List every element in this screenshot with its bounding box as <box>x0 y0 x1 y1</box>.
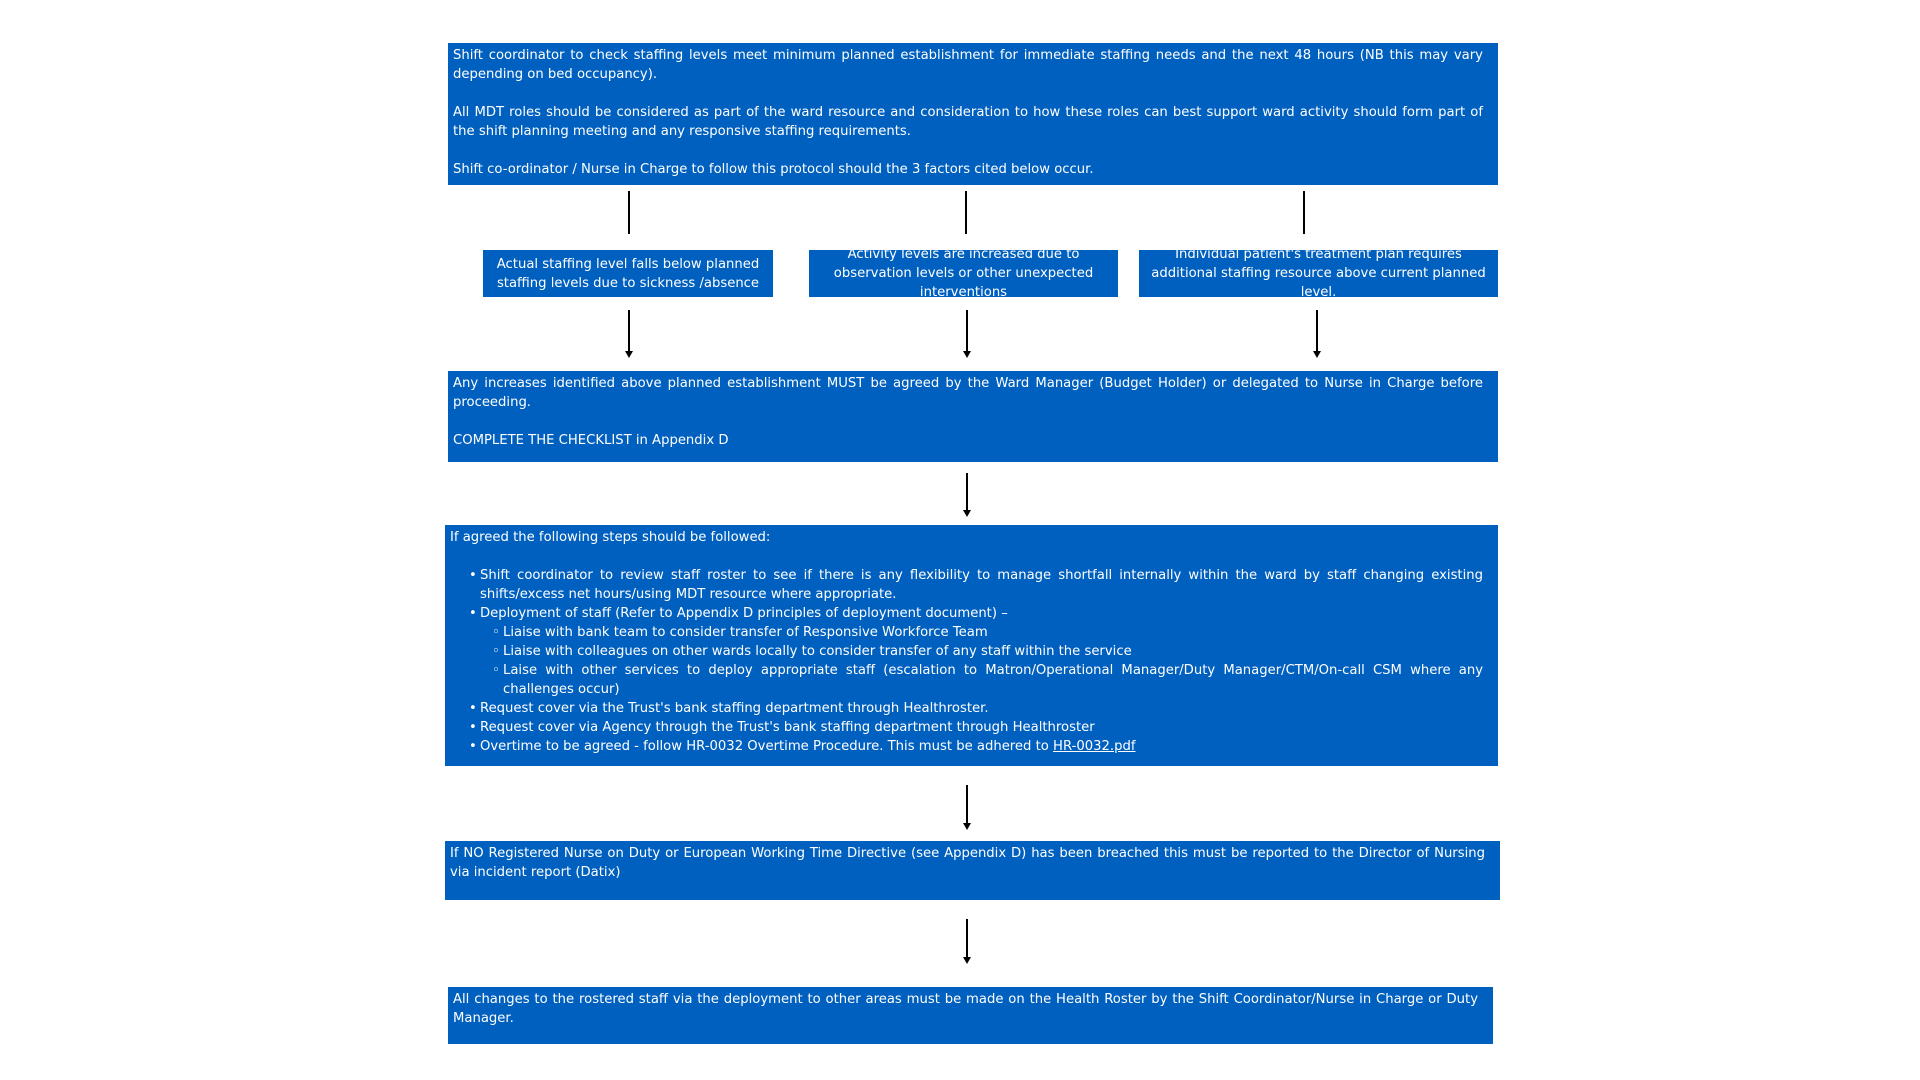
intro-paragraph-1: Shift coordinator to check staffing leve… <box>453 48 1483 82</box>
connector-line-2 <box>965 191 967 234</box>
roster-update-text: All changes to the rostered staff via th… <box>453 992 1478 1026</box>
step-bank-cover: Request cover via the Trust's bank staff… <box>469 699 1483 718</box>
step-overtime: Overtime to be agreed - follow HR-0032 O… <box>469 737 1483 756</box>
deployment-sublist: Liaise with bank team to consider transf… <box>480 623 1483 699</box>
approval-box: Any increases identified above planned e… <box>448 371 1498 462</box>
factor-text-activity: Activity levels are increased due to obs… <box>833 247 1094 300</box>
steps-intro: If agreed the following steps should be … <box>450 530 771 545</box>
substep-other-services: Laise with other services to deploy appr… <box>492 661 1483 699</box>
escalation-box: If NO Registered Nurse on Duty or Europe… <box>445 841 1500 900</box>
substep-bank-team: Liaise with bank team to consider transf… <box>492 623 1483 642</box>
step-agency-cover: Request cover via Agency through the Tru… <box>469 718 1483 737</box>
checklist-paragraph: COMPLETE THE CHECKLIST in Appendix D <box>453 433 729 448</box>
steps-list: Shift coordinator to review staff roster… <box>450 566 1483 756</box>
step-deployment: Deployment of staff (Refer to Appendix D… <box>469 604 1483 699</box>
factor-text-treatment: Individual patient's treatment plan requ… <box>1151 247 1486 300</box>
factor-box-sickness: Actual staffing level falls below planne… <box>483 250 773 297</box>
escalation-text: If NO Registered Nurse on Duty or Europe… <box>450 846 1485 880</box>
roster-update-box: All changes to the rostered staff via th… <box>448 987 1493 1044</box>
connector-line-1 <box>628 191 630 234</box>
intro-paragraph-2: All MDT roles should be considered as pa… <box>453 105 1483 139</box>
hr-0032-link[interactable]: HR-0032.pdf <box>1053 739 1136 754</box>
factor-text-sickness: Actual staffing level falls below planne… <box>496 256 760 291</box>
factor-box-activity: Activity levels are increased due to obs… <box>809 247 1118 300</box>
step-roster-review: Shift coordinator to review staff roster… <box>469 566 1483 604</box>
connector-line-3 <box>1303 191 1305 234</box>
substep-other-wards: Liaise with colleagues on other wards lo… <box>492 642 1483 661</box>
steps-box: If agreed the following steps should be … <box>445 525 1498 766</box>
factor-box-treatment: Individual patient's treatment plan requ… <box>1139 247 1498 300</box>
intro-paragraph-3: Shift co-ordinator / Nurse in Charge to … <box>453 162 1094 177</box>
approval-paragraph: Any increases identified above planned e… <box>453 376 1483 410</box>
intro-box: Shift coordinator to check staffing leve… <box>448 43 1498 185</box>
